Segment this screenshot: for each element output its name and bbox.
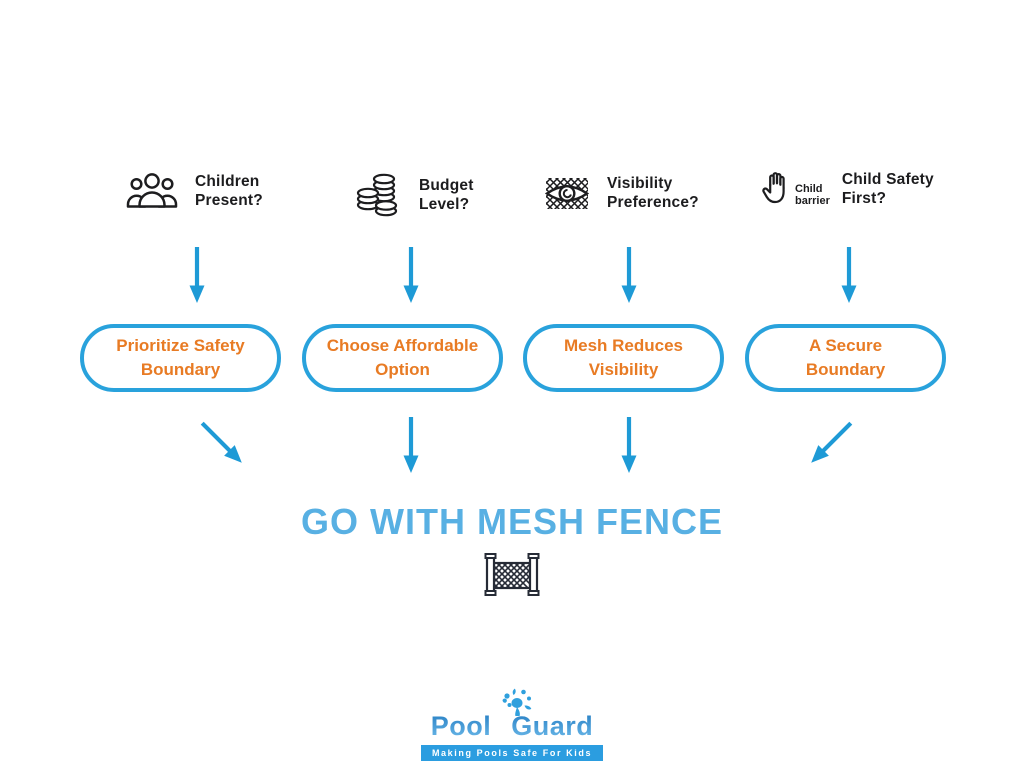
arrow-diagonal-down-left-icon <box>811 421 853 463</box>
coin-stacks-icon <box>356 173 398 217</box>
brand-word: Pool <box>430 711 492 741</box>
brand-tagline: Making Pools Safe For Kids <box>420 745 604 761</box>
answer-line: Prioritize Safety <box>116 336 245 355</box>
question-label: Children Present? <box>195 172 263 210</box>
answer-line: Mesh Reduces <box>563 336 684 355</box>
answer-line: Option <box>375 360 430 379</box>
question-line: Visibility <box>607 175 673 192</box>
question-budget-level: Budget Level? <box>356 170 474 220</box>
answer-pill-secure-boundary: A Secure Boundary <box>745 324 946 392</box>
arrow-down-icon <box>403 247 419 303</box>
question-visibility-preference: Visibility Preference? <box>543 170 699 216</box>
question-label: Visibility Preference? <box>607 174 699 212</box>
conclusion-title: GO WITH MESH FENCE <box>301 501 723 542</box>
arrow-down-icon <box>189 247 205 303</box>
water-splash-icon <box>502 688 532 716</box>
answer-line: Choose Affordable <box>326 336 479 355</box>
arrow-down-icon <box>841 247 857 303</box>
question-line: Child Safety <box>841 171 934 188</box>
question-line: Preference? <box>607 194 699 211</box>
arrow-diagonal-down-right-icon <box>200 421 242 463</box>
arrow-down-icon <box>621 247 637 303</box>
answer-pill-mesh-reduces-visibility: Mesh Reduces Visibility <box>523 324 724 392</box>
answer-pill-affordable-option: Choose Affordable Option <box>302 324 503 392</box>
answer-pill-prioritize-safety: Prioritize Safety Boundary <box>80 324 281 392</box>
question-line: Level? <box>419 196 470 213</box>
answer-line: A Secure <box>808 336 883 355</box>
hand-icon-caption: Child barrier <box>795 183 830 208</box>
mesh-eye-icon <box>544 178 590 209</box>
arrow-down-icon <box>403 417 419 473</box>
question-line: Budget <box>419 177 474 194</box>
question-line: First? <box>841 190 887 207</box>
question-children-present: Children Present? <box>126 170 263 212</box>
pool-guard-logo: Pool Guard Making Pools Safe For Kids <box>0 688 1024 761</box>
question-line: Children <box>195 173 260 190</box>
people-group-icon <box>126 173 178 208</box>
hand-barrier-icon <box>762 172 785 204</box>
question-child-safety-first: Child barrier Child Safety First? <box>762 170 934 208</box>
caption-line: Child <box>795 182 823 195</box>
arrow-down-icon <box>621 417 637 473</box>
answer-line: Visibility <box>588 360 659 379</box>
answer-line: Boundary <box>140 360 221 379</box>
brand-word: Guard <box>511 711 594 741</box>
brand-name: Pool Guard <box>431 711 594 742</box>
answer-line: Boundary <box>805 360 886 379</box>
question-line: Present? <box>195 192 263 209</box>
question-label: Budget Level? <box>419 176 474 214</box>
question-label: Child Safety First? <box>842 170 934 208</box>
mesh-fence-icon <box>484 553 540 596</box>
caption-line: barrier <box>795 195 830 207</box>
